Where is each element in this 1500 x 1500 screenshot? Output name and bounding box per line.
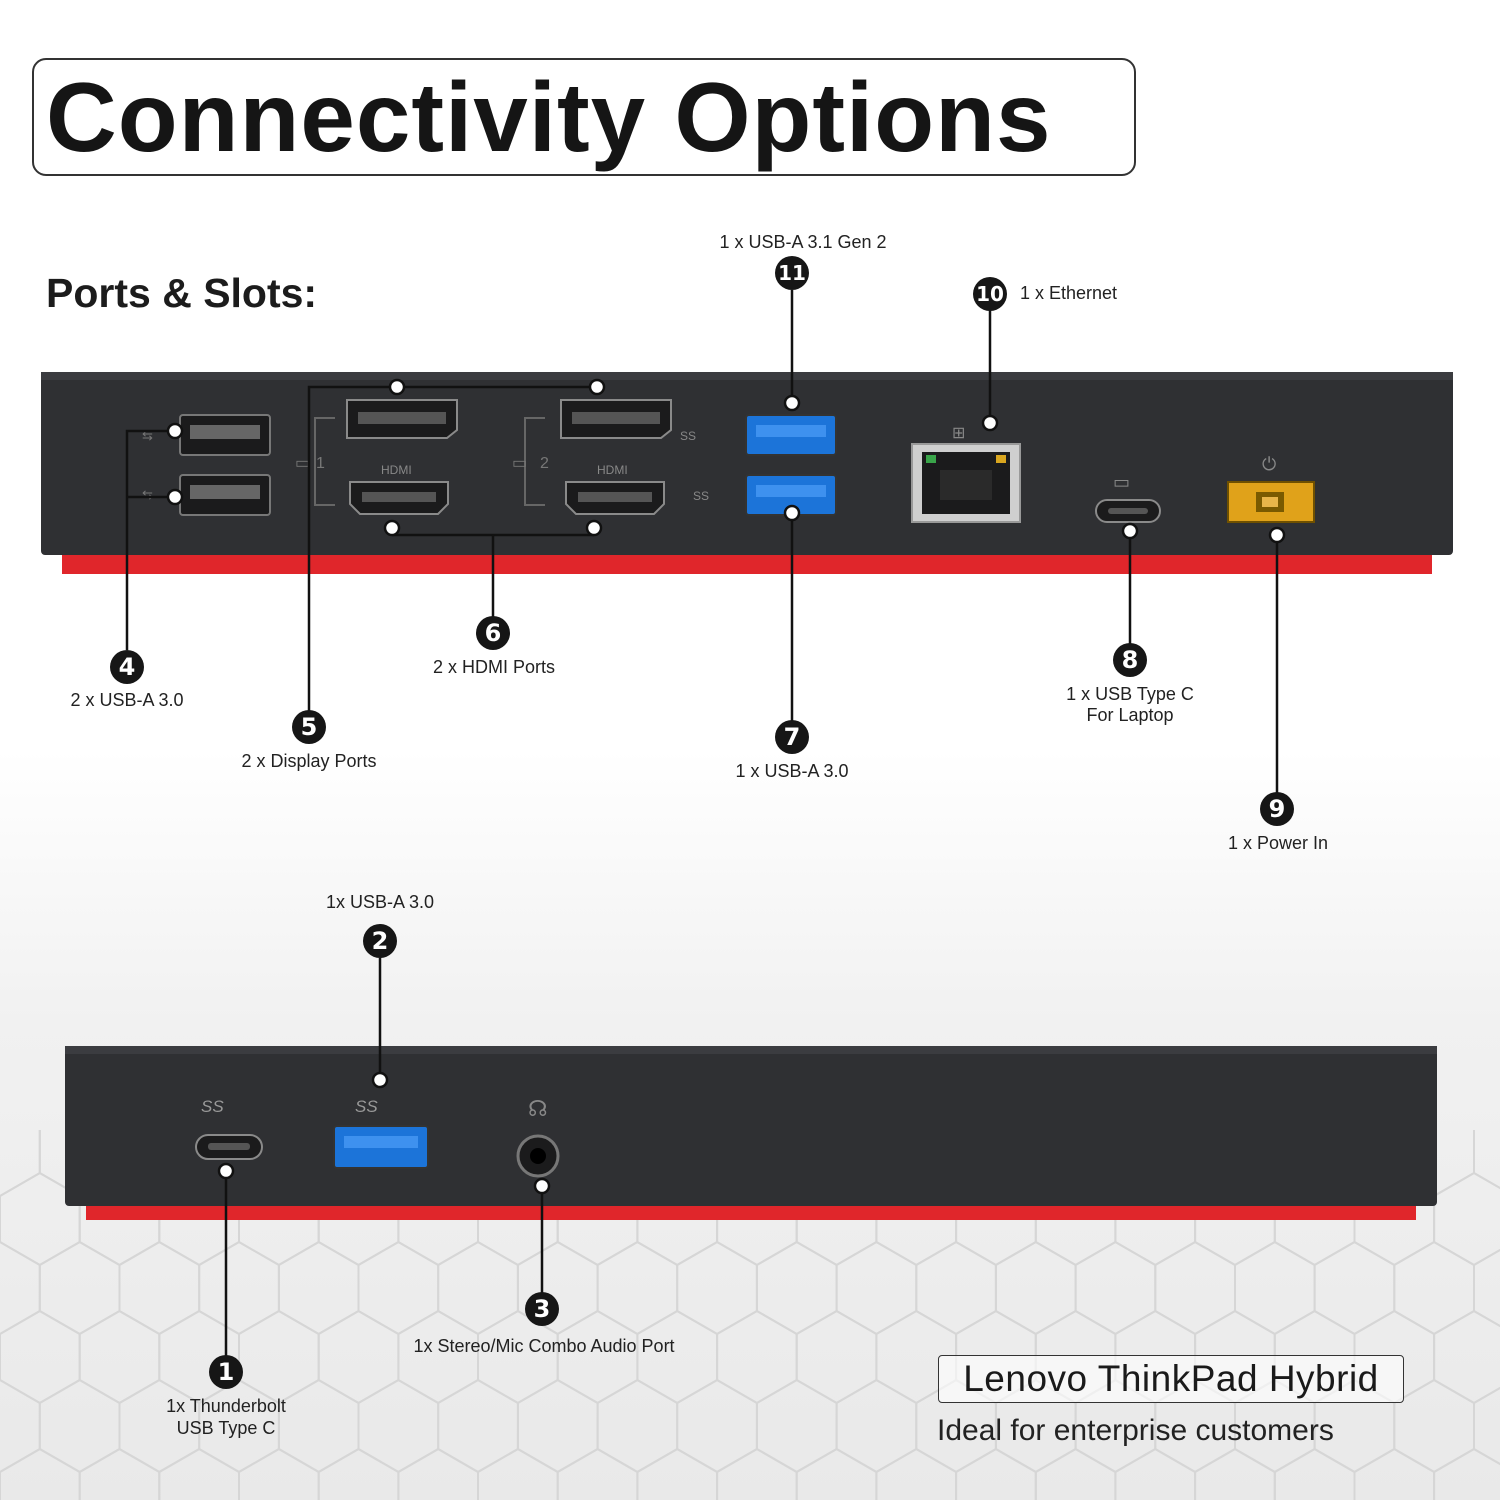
usb-c-laptop-port: [1095, 499, 1161, 523]
hdmi-port-1: [349, 481, 449, 515]
network-icon: ⊞: [952, 425, 965, 442]
hexagon-shape: [795, 1447, 878, 1500]
hexagon-shape: [875, 1447, 958, 1500]
hexagon-shape: [1433, 1447, 1500, 1500]
leader-dot: [783, 394, 801, 412]
leader-dot: [371, 1071, 389, 1089]
title-box: Connectivity Options: [32, 58, 1136, 176]
ss-mark-2: SS: [693, 489, 709, 503]
hexagon-shape: [1034, 1447, 1117, 1500]
hexagon-shape: [636, 1447, 719, 1500]
leader-dot: [981, 414, 999, 432]
label-port-3: 1x Stereo/Mic Combo Audio Port: [413, 1336, 675, 1356]
hexagon-shape: [158, 1447, 240, 1500]
leader-dot: [533, 1177, 551, 1195]
hexagon-shape: [397, 1447, 479, 1500]
label-port-9: 1 x Power In: [1227, 833, 1329, 853]
hexagon-shape: [1353, 1447, 1436, 1500]
thunderbolt-usb-c-port: [195, 1134, 263, 1160]
leader-dot: [1268, 526, 1286, 544]
label-port-7: 1 x USB-A 3.0: [735, 761, 849, 781]
hdmi-port-2: [565, 481, 665, 515]
hexagon-shape: [238, 1447, 320, 1500]
monitor-2-icon: ▭: [512, 455, 527, 472]
badge-10: 10: [973, 277, 1007, 311]
brand-name: Lenovo ThinkPad Hybrid: [963, 1358, 1379, 1399]
label-port-8: 1 x USB Type C: [1066, 684, 1194, 704]
front-dock-body: [65, 1046, 1437, 1206]
badge-8: 8: [1113, 643, 1147, 677]
badge-1: 1: [209, 1355, 243, 1389]
leader-line-4: [125, 429, 175, 650]
usb-icon: ⇆: [142, 428, 153, 443]
hexagon-shape: [955, 1447, 1037, 1500]
section-subtitle: Ports & Slots:: [46, 270, 318, 316]
usb-a-ports-pair: ⇆ ⇆: [142, 414, 271, 516]
label-port-11: 1 x USB-A 3.1 Gen 2: [719, 232, 887, 252]
badge-7: 7: [775, 720, 809, 754]
brand-tagline: Ideal for enterprise customers: [937, 1414, 1334, 1447]
leader-dot: [783, 504, 801, 522]
ss-mark-1: SS: [680, 429, 696, 443]
label-port-5: 2 x Display Ports: [241, 751, 377, 771]
hexagon-shape: [477, 1447, 559, 1500]
badge-9: 9: [1260, 792, 1294, 826]
leader-line-5: [307, 385, 397, 712]
usb-icon: ⇆: [142, 487, 153, 502]
hexagon-shape: [1114, 1447, 1197, 1500]
audio-jack-port: [516, 1134, 560, 1178]
badge-11: 11: [775, 256, 809, 290]
hexagon-shape: [78, 1447, 161, 1500]
hexagon-shape: [716, 1447, 798, 1500]
leader-dot: [383, 519, 401, 537]
monitor-1-icon: ▭: [295, 455, 310, 472]
label-port-8-line2: For Laptop: [1086, 705, 1174, 725]
label-port-10: 1 x Ethernet: [1020, 283, 1118, 303]
monitor-2-number: 2: [540, 455, 549, 472]
leader-dot: [588, 378, 606, 396]
label-port-4: 2 x USB-A 3.0: [70, 690, 184, 710]
usb-a-gen2-port: [745, 414, 837, 456]
label-port-2: 1x USB-A 3.0: [325, 892, 435, 912]
hexagon-shape: [0, 1447, 81, 1500]
label-port-1: 1x Thunderbolt: [166, 1396, 286, 1416]
leader-dot: [1121, 522, 1139, 540]
page-title: Connectivity Options: [46, 62, 1052, 172]
laptop-icon: ▭: [1113, 472, 1130, 492]
displayport-1: [346, 399, 458, 439]
hdmi-label-2: HDMI: [597, 463, 628, 477]
displayport-2: [560, 399, 672, 439]
badge-2: 2: [363, 924, 397, 958]
hexagon-shape: [556, 1447, 639, 1500]
hexagon-shape: [317, 1447, 400, 1500]
leader-dot: [217, 1162, 235, 1180]
ss-mark-front-2: SS: [355, 1097, 378, 1116]
leader-dot: [585, 519, 603, 537]
leader-dot: [166, 488, 184, 506]
badge-4: 4: [110, 650, 144, 684]
hexagon-shape: [1273, 1447, 1356, 1500]
ethernet-port: [911, 443, 1021, 523]
hdmi-label-1: HDMI: [381, 463, 412, 477]
leader-dot: [166, 422, 184, 440]
hexagon-shape: [1194, 1447, 1276, 1500]
power-plug-icon: ⏻: [1262, 454, 1276, 474]
label-port-6: 2 x HDMI Ports: [432, 657, 556, 677]
label-port-1-line2: USB Type C: [176, 1418, 276, 1438]
monitor-1-number: 1: [316, 455, 325, 472]
front-usb-a-port: [333, 1125, 429, 1169]
badge-5: 5: [292, 710, 326, 744]
power-in-port: [1227, 481, 1315, 523]
front-dock-panel: [65, 1046, 1437, 1220]
rear-dock-body: [41, 372, 1453, 555]
headphone-icon: ☊: [528, 1096, 548, 1121]
ss-mark-front-1: SS: [201, 1097, 224, 1116]
badge-6: 6: [476, 616, 510, 650]
leader-dot: [388, 378, 406, 396]
badge-3: 3: [525, 1292, 559, 1326]
brand-box: Lenovo ThinkPad Hybrid: [938, 1355, 1404, 1403]
rear-dock-panel: [41, 372, 1453, 574]
